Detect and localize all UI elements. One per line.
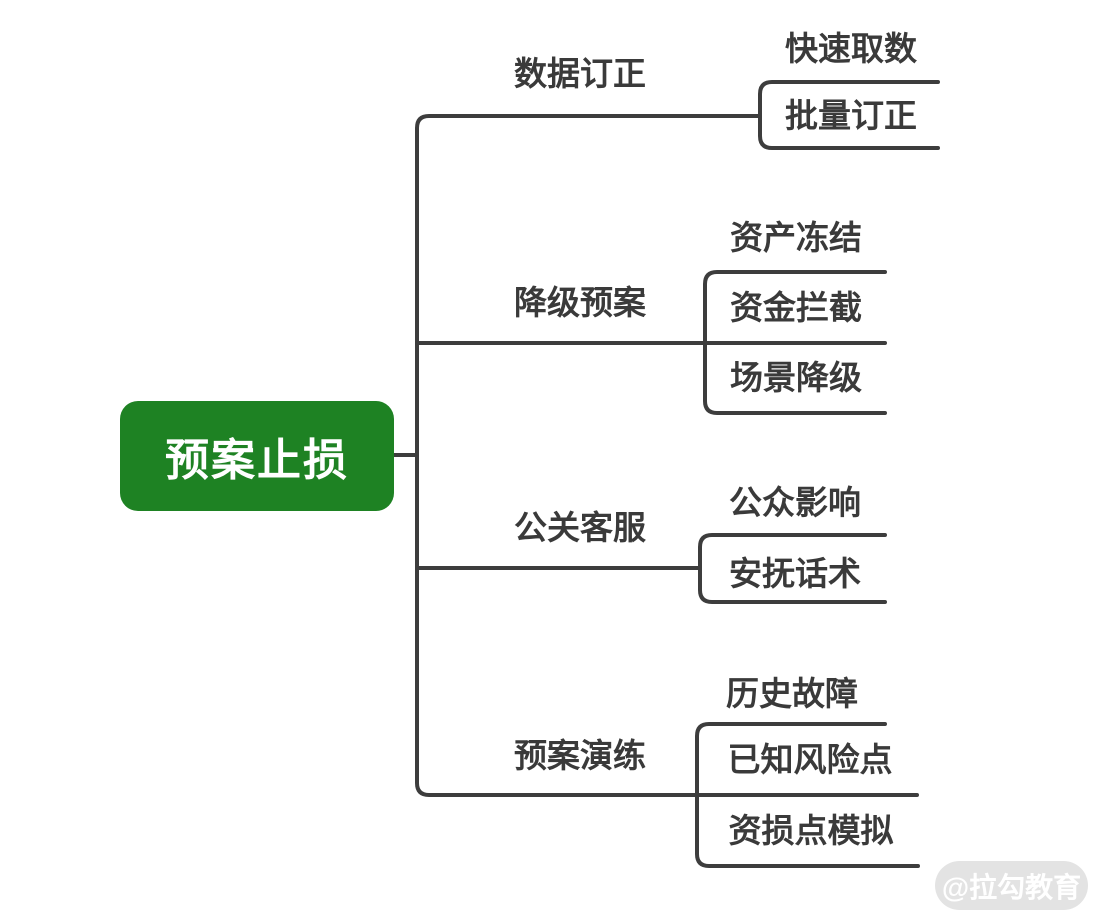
- subtopic-fund-interception[interactable]: 资金拦截: [730, 289, 862, 326]
- connector-bracket-branch1: [758, 80, 940, 150]
- branch-topic-downgrade-plan[interactable]: 降级预案: [514, 284, 646, 321]
- subtopic-soothing-script[interactable]: 安抚话术: [729, 555, 861, 592]
- connector-spine: [415, 114, 919, 797]
- branch-topic-data-correction[interactable]: 数据订正: [514, 55, 646, 92]
- subtopic-scene-downgrade[interactable]: 场景降级: [730, 359, 862, 396]
- watermark-badge: @拉勾教育: [935, 861, 1088, 910]
- subtopic-loss-point-simulation[interactable]: 资损点模拟: [728, 812, 894, 849]
- subtopic-quick-data-fetch[interactable]: 快速取数: [785, 30, 917, 67]
- subtopic-asset-freeze[interactable]: 资产冻结: [730, 219, 862, 256]
- connector-bracket-branch4: [695, 722, 920, 868]
- subtopic-historical-failures[interactable]: 历史故障: [726, 675, 858, 712]
- branch-topic-pr-customer-service[interactable]: 公关客服: [514, 509, 646, 546]
- connector-bracket-branch2: [703, 270, 887, 415]
- connector-bracket-branch3: [698, 533, 887, 604]
- subtopic-batch-correction[interactable]: 批量订正: [785, 97, 917, 134]
- subtopic-public-impact[interactable]: 公众影响: [729, 484, 861, 521]
- root-topic[interactable]: 预案止损: [120, 401, 394, 511]
- subtopic-known-risk-points[interactable]: 已知风险点: [727, 741, 893, 778]
- branch-topic-plan-drill[interactable]: 预案演练: [514, 737, 646, 774]
